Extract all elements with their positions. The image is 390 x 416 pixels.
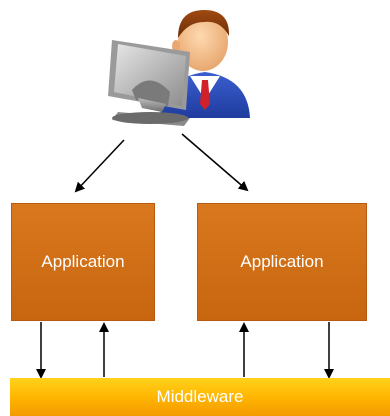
computer-user-icon bbox=[108, 10, 250, 126]
application-label-right: Application bbox=[240, 252, 324, 271]
arrow-user-to-left-app bbox=[74, 139, 125, 193]
application-box-left: Application bbox=[11, 203, 155, 321]
application-label-left: Application bbox=[41, 252, 125, 271]
middleware-bar: Middleware bbox=[10, 378, 390, 416]
application-box-right: Application bbox=[197, 203, 367, 321]
arrow-user-to-right-app bbox=[181, 133, 249, 192]
middleware-label: Middleware bbox=[156, 387, 244, 406]
